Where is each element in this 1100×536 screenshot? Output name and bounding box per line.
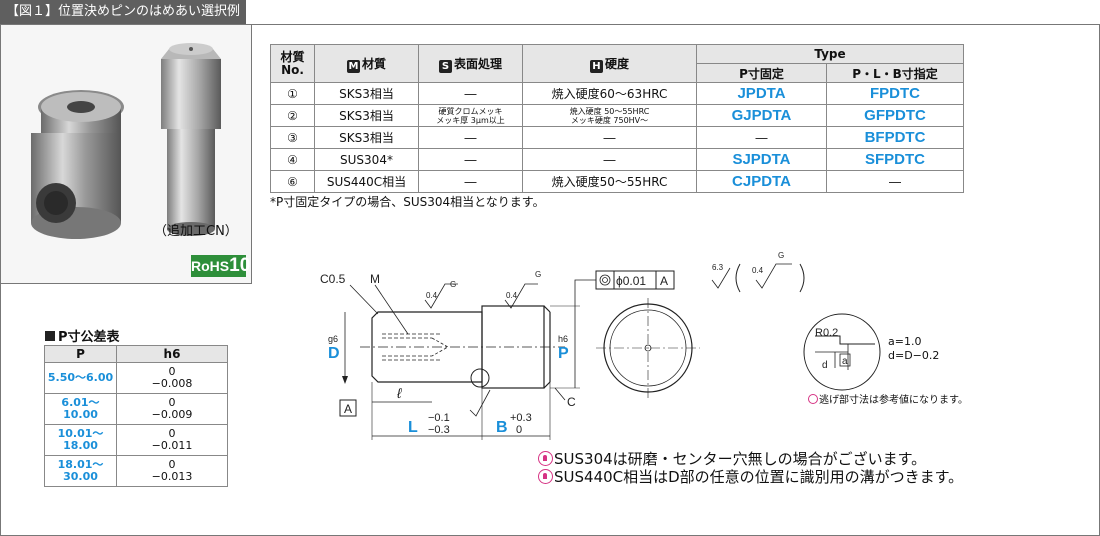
rohs-prefix: RoHS (191, 258, 230, 274)
tolerance-table: P h6 5.50～6.00 0−0.008 6.01～10.00 0−0.00… (44, 345, 228, 487)
badge-s: S (438, 59, 452, 73)
pin-end-view (596, 298, 700, 398)
table-row: ⑥ SUS440C相当 ― 焼入硬度50～55HRC CJPDTA ― (270, 170, 964, 193)
label-g: G (450, 280, 456, 289)
type-code[interactable]: SJPDTA (696, 148, 827, 171)
table-row: ③ SKS3相当 ― ― ― BFPDTC (270, 126, 964, 149)
bottom-notes: SUS304は研磨・センター穴無しの場合がございます。 SUS440C相当はD部… (538, 450, 963, 486)
label-c05: C0.5 (320, 272, 346, 286)
rohs-number: 10 (229, 255, 251, 276)
label-p: P (558, 345, 569, 362)
note-pin-icon (538, 451, 553, 466)
table-row: ① SKS3相当 ― 焼入硬度60～63HRC JPDTA FPDTC (270, 82, 964, 105)
table-row: 5.50～6.00 0−0.008 (44, 362, 228, 394)
label-b-tol-lower: 0 (516, 424, 522, 436)
badge-h: H (589, 59, 603, 73)
note-pin-icon (538, 469, 553, 484)
label-r04: 0.4 (506, 291, 518, 300)
concentricity-datum: A (660, 274, 668, 288)
label-d: D (328, 345, 340, 362)
figure-title: 【図１】位置決めピンのはめあい選択例 (0, 0, 247, 24)
note-pin-icon (808, 394, 818, 404)
label-r04: 0.4 (426, 291, 438, 300)
header-type: Type (696, 44, 964, 64)
datum-label: A (344, 402, 352, 416)
relief-detail (803, 313, 881, 391)
header-plb: P・L・B寸指定 (826, 63, 964, 83)
type-code[interactable]: GFPDTC (826, 104, 964, 127)
label-c: C (567, 395, 576, 409)
type-code[interactable]: FPDTC (826, 82, 964, 105)
spec-footnote: *P寸固定タイプの場合、SUS304相当となります。 (270, 195, 545, 209)
header-p-fixed: P寸固定 (696, 63, 827, 83)
pin-side-view (339, 270, 675, 440)
label-r02: R0.2 (815, 327, 838, 339)
table-row: 6.01～10.00 0−0.009 (44, 393, 228, 425)
product-photo (0, 24, 252, 284)
label-a: a (842, 356, 848, 367)
relief-note: 逃げ部寸法は参考値になります。 (808, 391, 968, 406)
note-line: SUS304は研磨・センター穴無しの場合がございます。 (538, 450, 963, 468)
label-d-small: d (822, 360, 828, 371)
label-g: G (778, 251, 784, 260)
label-surface-63: 6.3 (712, 263, 724, 272)
label-ell: ℓ (396, 385, 402, 401)
type-code[interactable]: GJPDTA (696, 104, 827, 127)
table-row: ④ SUS304* ― ― SJPDTA SFPDTC (270, 148, 964, 171)
tolerance-title: P寸公差表 (45, 326, 120, 345)
label-l-tol-upper: −0.1 (428, 412, 450, 424)
surface-finish-symbols (711, 263, 805, 293)
note-line: SUS440C相当はD部の任意の位置に識別用の溝がつきます。 (538, 468, 963, 486)
table-row: 10.01～18.00 0−0.011 (44, 424, 228, 456)
label-g: G (535, 270, 541, 279)
square-bullet-icon (45, 331, 55, 341)
type-code[interactable]: BFPDTC (826, 126, 964, 149)
label-h6: h6 (558, 334, 568, 344)
header-p: P (44, 345, 117, 363)
concentricity-value: ϕ0.01 (616, 274, 646, 288)
label-m: M (370, 272, 380, 286)
technical-drawing: C0.5 M G 0.4 G 0.4 D g6 P h6 A ℓ L −0.1 … (320, 251, 881, 440)
badge-m: M (346, 59, 360, 73)
label-l: L (408, 419, 418, 436)
header-material-no: 材質No. (270, 44, 315, 83)
rohs-badge: RoHS10 (191, 255, 250, 277)
table-row: ② SKS3相当 硬質クロムメッキメッキ厚 3μm以上 焼入硬度 50～55HR… (270, 104, 964, 127)
label-b: B (496, 419, 508, 436)
table-row: 18.01～30.00 0−0.013 (44, 455, 228, 487)
label-r04: 0.4 (752, 266, 764, 275)
header-h6: h6 (116, 345, 228, 363)
type-code[interactable]: JPDTA (696, 82, 827, 105)
label-g6: g6 (328, 334, 338, 344)
relief-values: a=1.0 d=D−0.2 (888, 335, 940, 362)
type-code[interactable]: SFPDTC (826, 148, 964, 171)
label-l-tol-lower: −0.3 (428, 424, 450, 436)
label-b-tol-upper: +0.3 (510, 412, 532, 424)
photo-caption: （追加工CN） (154, 224, 238, 239)
type-code[interactable]: CJPDTA (696, 170, 827, 193)
pin-photo-illustration (31, 43, 221, 239)
